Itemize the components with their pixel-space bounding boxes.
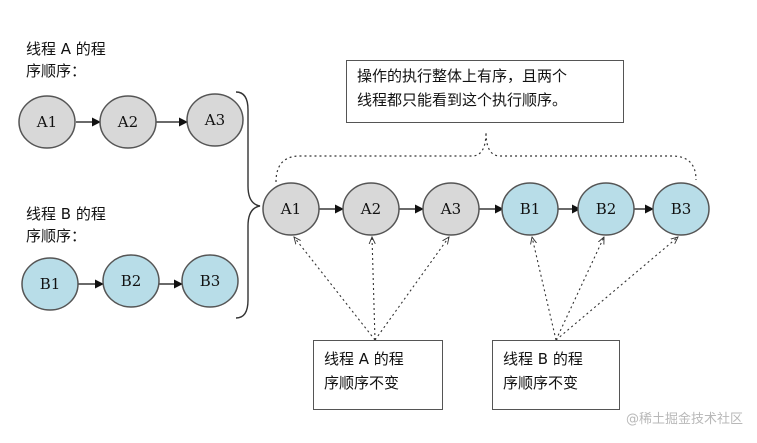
note-line1: 操作的执行整体上有序，且两个: [357, 67, 568, 85]
thread-b-order-line2: 序顺序不变: [503, 374, 579, 392]
node-b1-label: B1: [40, 275, 61, 293]
thread-a-order-box: 线程 A 的程 序顺序不变: [313, 340, 443, 410]
merged-node-a1: A1: [262, 182, 320, 236]
node-a1-label: A1: [36, 113, 57, 131]
thread-a-order-line2: 序顺序不变: [324, 374, 400, 392]
thread-a-order-line1: 线程 A 的程: [324, 350, 404, 368]
dotted-arrow-a2: [372, 237, 375, 341]
node-a1: A1: [18, 95, 76, 149]
node-b2: B2: [102, 254, 160, 308]
watermark: @稀土掘金技术社区: [625, 412, 743, 427]
merged-node-b1: B1: [501, 182, 559, 236]
thread-a-caption: 线程 A 的程 序顺序：: [26, 38, 106, 82]
merged-node-a1-label: A1: [280, 200, 301, 218]
thread-b-order-line1: 线程 B 的程: [503, 350, 583, 368]
dotted-arrow-b2: [555, 237, 605, 341]
thread-b-row: B1 B2 B3: [21, 254, 239, 311]
thread-b-caption-line2: 序顺序：: [26, 227, 87, 245]
thread-b-order-box: 线程 B 的程 序顺序不变: [492, 340, 620, 410]
note-line2: 线程都只能看到这个执行顺序。: [357, 91, 568, 109]
merged-node-b3: B3: [652, 182, 710, 236]
order-arrows-b: [532, 237, 678, 341]
node-b3-label: B3: [200, 272, 221, 290]
thread-b-caption-line1: 线程 B 的程: [26, 205, 106, 223]
node-a3: A3: [186, 93, 244, 147]
merged-node-a3-label: A3: [440, 200, 461, 218]
node-b2-label: B2: [121, 272, 142, 290]
dotted-arrow-a3: [374, 237, 449, 341]
dotted-top-brace: [275, 131, 697, 183]
node-a2: A2: [99, 95, 157, 149]
merged-node-b1-label: B1: [520, 200, 541, 218]
dotted-arrow-b3: [555, 237, 678, 341]
merged-node-a3: A3: [422, 182, 480, 236]
node-b1: B1: [21, 257, 79, 311]
merge-brace: [235, 91, 261, 319]
thread-a-caption-line2: 序顺序：: [26, 62, 87, 80]
dotted-arrow-a1: [294, 237, 376, 341]
merged-node-a2: A2: [342, 182, 400, 236]
merged-node-b2: B2: [577, 182, 635, 236]
merged-node-b2-label: B2: [596, 200, 617, 218]
thread-b-caption: 线程 B 的程 序顺序：: [26, 203, 106, 247]
node-a3-label: A3: [204, 111, 225, 129]
merged-node-b3-label: B3: [671, 200, 692, 218]
order-arrows-a: [294, 237, 449, 341]
dotted-arrow-b1: [532, 237, 557, 341]
node-a2-label: A2: [117, 113, 138, 131]
node-b3: B3: [181, 254, 239, 308]
merged-sequence: A1 A2 A3 B1 B2 B3: [262, 182, 710, 236]
thread-a-row: A1 A2 A3: [18, 93, 244, 149]
thread-a-caption-line1: 线程 A 的程: [26, 40, 106, 58]
merged-node-a2-label: A2: [360, 200, 381, 218]
execution-order-note: 操作的执行整体上有序，且两个 线程都只能看到这个执行顺序。: [346, 60, 624, 123]
